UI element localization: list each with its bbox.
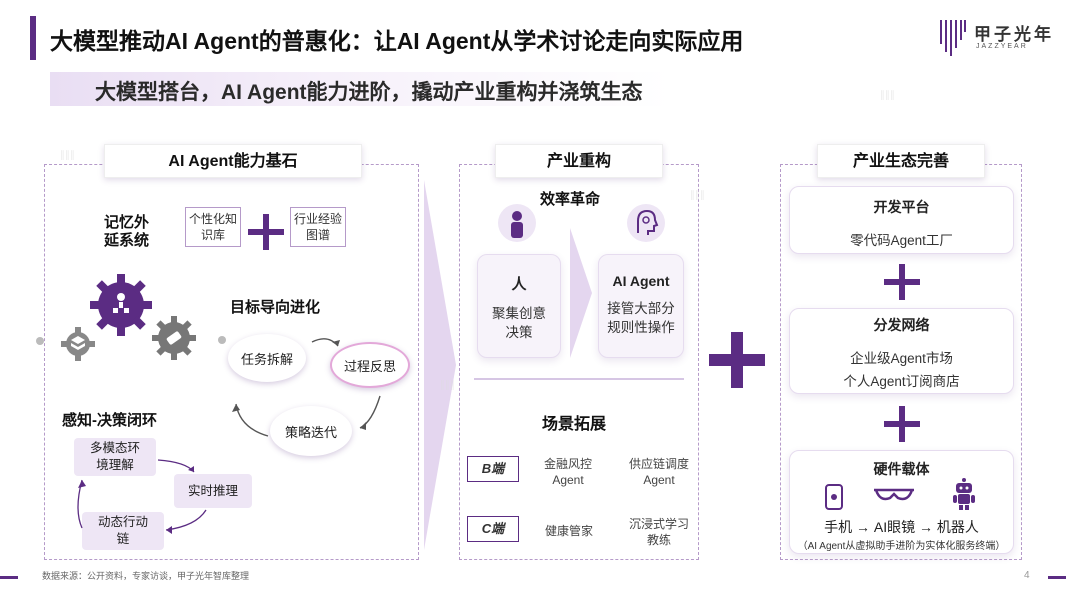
source-note: 数据来源：公开资料，专家访谈，甲子光年智库整理: [42, 571, 250, 581]
ecosystem-panel-heading: 产业生态完善: [817, 144, 985, 178]
dev-platform-title: 开发平台: [873, 199, 930, 215]
human-card-text: 聚集创意决策: [492, 306, 546, 340]
watermark: ∥∥∥: [880, 90, 895, 101]
gear-icon-small: [61, 327, 95, 361]
watermark: ∥∥∥: [60, 150, 75, 161]
goal-step-iterate: 策略迭代: [270, 406, 352, 456]
memory-box-experience: 行业经验图谱: [290, 207, 346, 247]
gear-dot: [36, 337, 44, 345]
ai-head-icon: [627, 204, 665, 242]
divider: [474, 378, 684, 380]
perception-label: 感知-决策闭环: [62, 412, 157, 429]
distribution-text-2: 个人Agent订阅商店: [843, 374, 960, 389]
c-item-health: 健康管家: [544, 524, 593, 538]
watermark: ∥∥∥: [690, 190, 705, 201]
plus-icon-vertical: [263, 214, 269, 250]
loop-step-action: 动态行动链: [82, 512, 164, 550]
memory-label-1: 记忆外: [104, 214, 150, 231]
gear-dot: [218, 336, 226, 344]
phone-icon: [825, 484, 843, 510]
hardware-note: （AI Agent从虚拟助手进阶为实体化服务终端）: [797, 541, 1006, 552]
robot-icon: [953, 478, 975, 510]
footer-accent-right: [1048, 576, 1066, 579]
goal-step-reflect: 过程反思: [330, 342, 410, 388]
human-card: 人 聚集创意决策: [477, 254, 561, 358]
footer-accent-left: [0, 576, 18, 579]
plus-icon-vertical: [899, 264, 905, 300]
dev-platform-text: 零代码Agent工厂: [850, 233, 953, 248]
distribution-card: 分发网络 企业级Agent市场 个人Agent订阅商店: [789, 308, 1014, 394]
dev-platform-card: 开发平台 零代码Agent工厂: [789, 186, 1014, 254]
c-item-learning: 沉浸式学习教练: [628, 517, 689, 547]
c-end-tag: C端: [467, 516, 519, 542]
b-item-supply: 供应链调度 Agent: [628, 457, 689, 487]
agent-card: AI Agent 接管大部分规则性操作: [598, 254, 684, 358]
page-subtitle: 大模型搭台，AI Agent能力进阶，撬动产业重构并浇筑生态: [95, 81, 643, 104]
scenario-label: 场景拓展: [542, 416, 607, 433]
gear-icon-large: [90, 274, 152, 336]
title-accent-bar: [30, 16, 36, 60]
goal-label: 目标导向进化: [230, 299, 321, 316]
page-number: 4: [1024, 570, 1030, 581]
hardware-chain: 手机 → AI眼镜 → 机器人: [824, 519, 979, 535]
distribution-text-1: 企业级Agent市场: [850, 351, 953, 366]
flow-arrow-icon: [424, 180, 456, 550]
memory-box-knowledge: 个性化知识库: [185, 207, 241, 247]
logo-text: 甲子光年: [974, 25, 1054, 44]
plus-icon-vertical: [899, 406, 905, 442]
agent-card-text: 接管大部分规则性操作: [607, 301, 675, 335]
memory-label-2: 延系统: [104, 232, 150, 249]
chevron-right-icon: [570, 228, 592, 358]
page-title: 大模型推动AI Agent的普惠化：让AI Agent从学术讨论走向实际应用: [50, 28, 744, 54]
goal-step-decompose: 任务拆解: [228, 334, 306, 382]
big-plus-icon-vertical: [731, 332, 743, 388]
b-item-finance: 金融风控 Agent: [543, 457, 592, 487]
industry-panel-heading: 产业重构: [495, 144, 663, 178]
loop-arrows-icon: [77, 459, 207, 534]
distribution-title: 分发网络: [873, 317, 930, 333]
cycle-arrows-icon: [232, 338, 381, 437]
logo-icon: [940, 20, 966, 56]
watermark: ∥∥∥: [440, 380, 455, 391]
loop-step-reasoning: 实时推理: [174, 474, 252, 508]
subtitle-highlight: [50, 72, 670, 106]
agent-card-title: AI Agent: [612, 273, 670, 289]
person-icon: [498, 204, 536, 242]
logo-subtext: JAZZYEAR: [976, 43, 1028, 50]
capability-panel-heading: AI Agent能力基石: [104, 144, 362, 178]
hardware-title: 硬件载体: [873, 461, 930, 477]
ai-glasses-icon: [874, 488, 914, 501]
human-card-title: 人: [511, 276, 527, 293]
loop-step-environment: 多模态环境理解: [74, 438, 156, 476]
b-end-tag: B端: [467, 456, 519, 482]
gear-icon-medium: [152, 316, 196, 360]
efficiency-label: 效率革命: [540, 191, 601, 208]
